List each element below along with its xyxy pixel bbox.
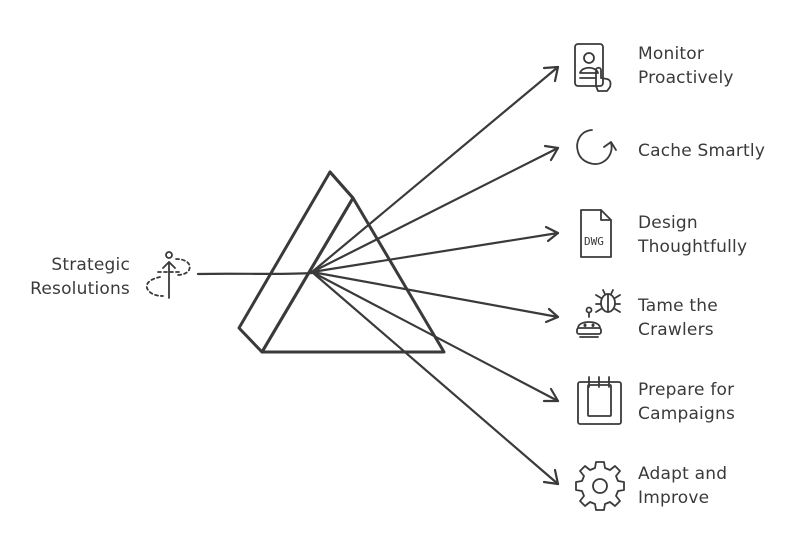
calendar-icon (577, 376, 622, 425)
refresh-icon (576, 129, 617, 165)
output-label-line2: Thoughtfully (638, 237, 748, 257)
output-label-campaigns: Prepare for Campaigns (638, 378, 735, 426)
output-label-line2: Campaigns (638, 404, 736, 424)
output-label-line2: Improve (638, 488, 710, 508)
source-label: Strategic Resolutions (30, 253, 130, 301)
ray-2 (310, 146, 560, 274)
prism (237, 170, 446, 354)
output-label-line1: Adapt and (638, 464, 728, 484)
ray-5-arrowhead (542, 387, 560, 403)
output-label-line1: Cache Smartly (638, 141, 766, 161)
ray-3-arrowhead (544, 225, 560, 243)
output-label-crawlers: Tame the Crawlers (638, 294, 718, 342)
person-arrow-up-icon (145, 251, 191, 299)
output-label-line2: Crawlers (638, 320, 714, 340)
ray-4-arrowhead (544, 307, 560, 324)
output-label-line1: Prepare for (638, 380, 735, 400)
source-label-line1: Strategic (51, 255, 130, 275)
ray-6 (310, 270, 560, 486)
output-label-design: Design Thoughtfully (638, 211, 747, 259)
gear-icon (575, 461, 625, 511)
profile-touch-icon (574, 43, 612, 92)
ray-2-arrowhead (543, 144, 560, 162)
output-rays (310, 65, 560, 486)
ray-4 (310, 270, 560, 319)
robot-bug-icon (576, 289, 621, 338)
source-label-line2: Resolutions (30, 279, 130, 299)
output-label-line1: Tame the (638, 296, 718, 316)
output-label-line2: Proactively (638, 68, 734, 88)
output-label-cache: Cache Smartly (638, 139, 765, 163)
input-beam (196, 271, 314, 276)
output-label-adapt: Adapt and Improve (638, 462, 727, 510)
ray-1 (310, 65, 560, 274)
dwg-file-label: DWG (584, 235, 604, 248)
output-label-line1: Monitor (638, 44, 705, 64)
output-label-monitor: Monitor Proactively (638, 42, 734, 90)
ray-3 (310, 231, 560, 274)
ray-1-arrowhead (542, 65, 560, 83)
dwg-file-icon: DWG (580, 209, 612, 258)
ray-5 (310, 270, 560, 403)
output-label-line1: Design (638, 213, 698, 233)
ray-6-arrowhead (542, 468, 560, 486)
